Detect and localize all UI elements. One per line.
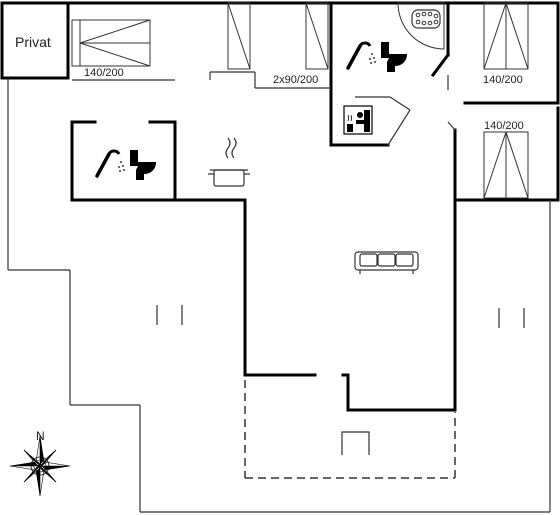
bed-size-top-right: 140/200 <box>483 74 523 86</box>
sofa-icon <box>354 251 419 274</box>
bed-top-middle-2 <box>305 2 329 70</box>
bed-size-top-middle: 2x90/200 <box>273 74 318 86</box>
bed-top-right <box>483 2 529 70</box>
terrace-outline <box>244 380 456 479</box>
compass-north-label: N <box>36 429 45 443</box>
terrace-steps <box>341 431 370 455</box>
wall-openings <box>156 305 525 328</box>
bed-top-left <box>71 19 151 67</box>
whirlpool-icon <box>397 2 445 50</box>
compass-rose-icon <box>9 435 71 497</box>
shower-icon-2 <box>95 149 125 178</box>
bed-right <box>483 131 529 199</box>
main-walls <box>0 1 560 412</box>
bed-top-middle-1 <box>227 2 251 70</box>
bed-size-right: 140/200 <box>484 120 524 132</box>
shower-icon <box>346 41 376 70</box>
toilet-icon <box>381 42 407 72</box>
sauna-icon <box>343 105 373 135</box>
room-label-private: Privat <box>15 34 51 50</box>
toilet-icon-2 <box>130 150 156 180</box>
bed-size-top-left: 140/200 <box>84 67 124 79</box>
cooking-pot-icon <box>208 137 250 187</box>
thin-walls <box>7 71 551 513</box>
